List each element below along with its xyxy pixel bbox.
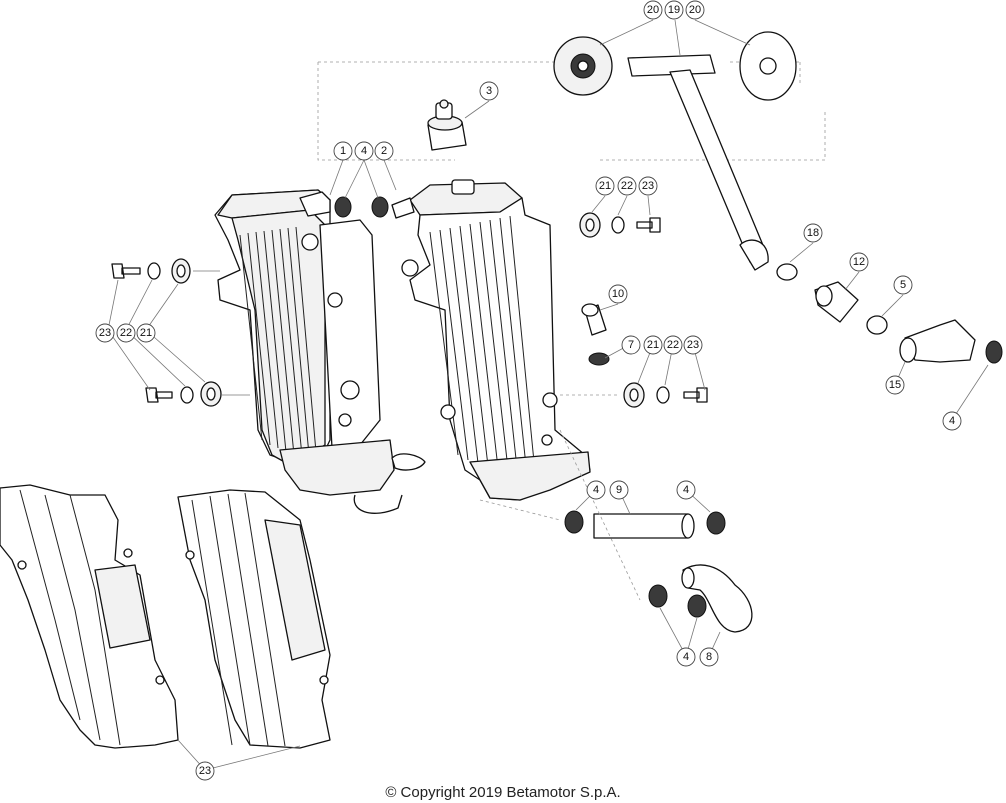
callout-4e: 4 [676,647,696,667]
bolt-22 [636,217,661,233]
svg-text:9: 9 [616,484,622,496]
svg-text:4: 4 [593,484,599,496]
callout-9: 9 [609,480,629,500]
radiator-cap [427,99,467,151]
clamp-5 [866,315,888,335]
copyright-notice: © Copyright 2019 Betamotor S.p.A. [385,784,621,801]
washer-21 [180,386,194,404]
callout-4: 4 [354,141,374,161]
washer-21 [656,386,670,404]
svg-text:23: 23 [642,180,654,192]
grommet-19-left [553,36,613,96]
callout-20c: 21 [136,323,156,343]
washer-21 [611,216,625,234]
hose-clamp [371,196,389,218]
radiator-left-fins [239,226,317,457]
svg-text:7: 7 [628,339,634,351]
svg-text:3: 3 [486,85,492,97]
cap-10 [581,303,607,336]
callout-5: 5 [893,275,913,295]
svg-text:21: 21 [647,339,659,351]
svg-text:4: 4 [683,484,689,496]
callout-20b: 21 [643,335,663,355]
callout-4b: 4 [942,411,962,431]
callout-1: 1 [333,141,353,161]
bolt-22 [145,387,173,403]
fitting-11 [814,281,859,323]
callout-4c: 4 [586,480,606,500]
svg-text:1: 1 [340,145,346,157]
svg-text:8: 8 [706,651,712,663]
hose-8 [681,564,753,633]
hose-clamp [687,594,707,618]
hose-clamp [648,584,668,608]
callout-4d: 4 [676,480,696,500]
callout-23: 23 [195,761,215,781]
radiator-guard-left [0,484,179,749]
hose-clamp [985,340,1003,364]
svg-text:12: 12 [853,256,865,268]
svg-text:22: 22 [120,327,132,339]
svg-text:18: 18 [807,227,819,239]
bolt-22 [111,263,141,279]
svg-text:4: 4 [361,145,367,157]
callout-19b: 20 [685,0,705,20]
grommet-20 [200,381,222,407]
svg-text:15: 15 [889,379,901,391]
hose-12 [899,319,976,363]
callout-21c: 22 [116,323,136,343]
clamp-7 [588,352,610,366]
hose-clamp [706,511,726,535]
radiator-guard-right [177,489,331,749]
callout-8: 8 [699,647,719,667]
svg-text:4: 4 [949,415,955,427]
callout-18: 19 [664,0,684,20]
svg-text:23: 23 [687,339,699,351]
svg-text:2: 2 [381,145,387,157]
svg-text:21: 21 [140,327,152,339]
svg-text:22: 22 [667,339,679,351]
svg-text:19: 19 [668,4,680,16]
washer-21 [147,262,161,280]
radiator-right-fins [429,215,535,470]
grommet-20 [171,258,191,284]
callout-2: 2 [374,141,394,161]
callout-20: 21 [595,176,615,196]
overflow-pipe [627,54,769,271]
hose-clamp [334,196,352,218]
svg-text:22: 22 [621,180,633,192]
hose-clamp [564,510,584,534]
reference-frame [317,61,826,161]
callout-21b: 22 [663,335,683,355]
svg-text:23: 23 [99,327,111,339]
callout-12: 15 [885,375,905,395]
svg-text:10: 10 [612,288,624,300]
callout-22: 23 [638,176,658,196]
grommet-19-right [739,31,797,101]
bolt-22 [683,387,708,403]
callout-3: 3 [479,81,499,101]
callout-22b: 23 [683,335,703,355]
svg-text:21: 21 [599,180,611,192]
callout-10: 10 [608,284,628,304]
callout-19: 20 [643,0,663,20]
radiator-left [214,189,426,514]
grommet-20 [623,382,645,408]
callout-22c: 23 [95,323,115,343]
radiator-right [391,179,591,501]
callout-21: 22 [617,176,637,196]
svg-text:20: 20 [647,4,659,16]
clamp-15 [776,263,798,281]
grommet-20 [579,212,601,238]
hose-9 [593,513,695,539]
callout-7: 7 [621,335,641,355]
callout-15: 18 [803,223,823,243]
svg-text:23: 23 [199,765,211,777]
svg-text:4: 4 [683,651,689,663]
svg-text:20: 20 [689,4,701,16]
callout-11: 12 [849,252,869,272]
svg-text:5: 5 [900,279,906,291]
